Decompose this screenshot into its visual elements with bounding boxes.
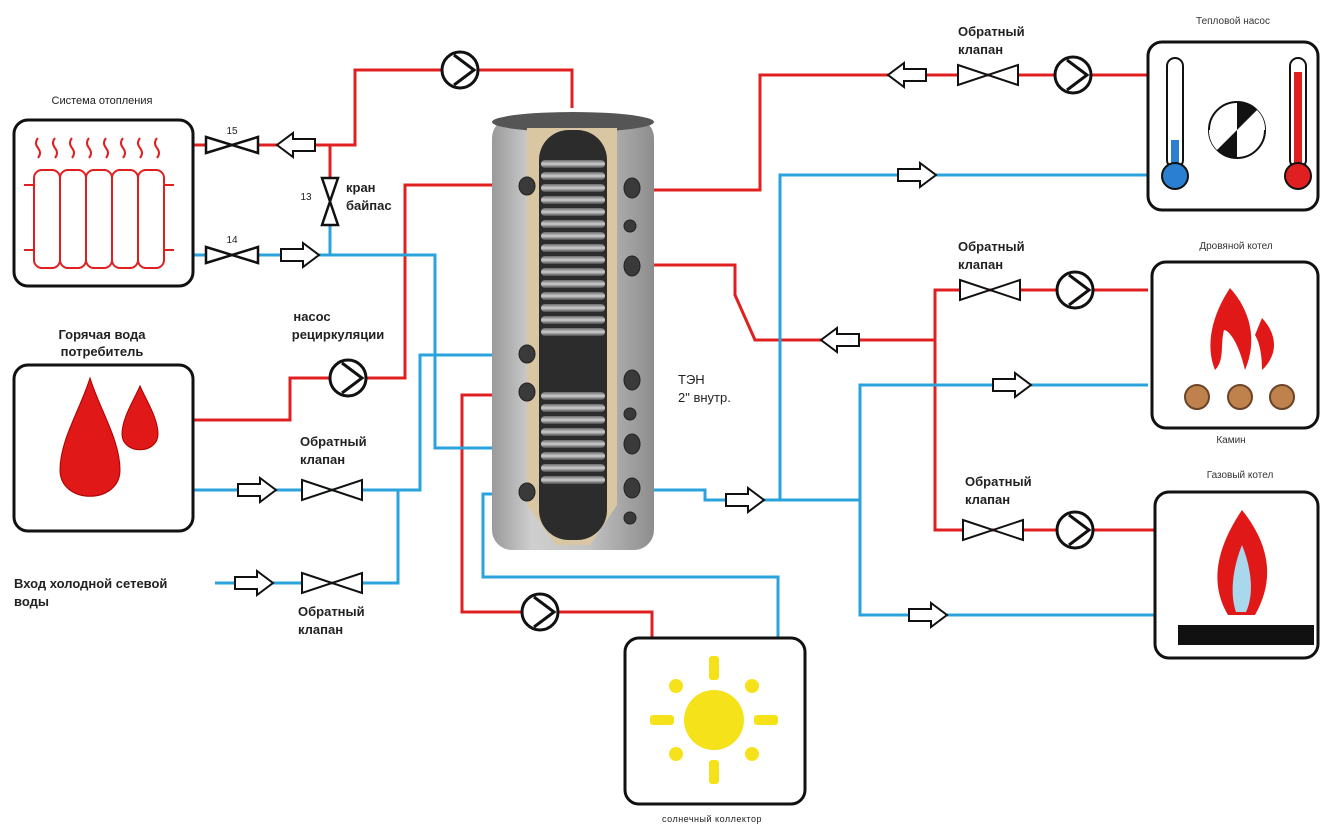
- check-valve-wood-icon: [959, 279, 1021, 301]
- check-valve-gas-icon: [962, 519, 1024, 541]
- storage-tank: [492, 112, 654, 550]
- valve-15-label: 15: [226, 126, 238, 137]
- hot-water-consumer: Горячая вода потребитель: [12, 327, 195, 533]
- check-valve-label-2: клапан: [300, 452, 345, 467]
- heat-pump-label: Тепловой насос: [1196, 16, 1270, 27]
- wood-logs-icon: [1184, 384, 1295, 410]
- recirc-pump-label-1: насос: [293, 309, 330, 324]
- arrow-right-icon: [908, 602, 948, 628]
- fan-icon: [1208, 101, 1266, 159]
- cold-thermometer-icon: [1161, 57, 1189, 190]
- tank-ports: [518, 176, 641, 525]
- arrow-right-icon: [725, 487, 765, 513]
- recirc-pump-label-2: рециркуляции: [292, 327, 384, 342]
- arrow-right-icon: [280, 242, 320, 268]
- gas-boiler: Газовый котел: [1153, 470, 1320, 660]
- wood-boiler: Дровяной котел Камин: [1150, 241, 1320, 446]
- wood-boiler-label: Дровяной котел: [1199, 241, 1272, 252]
- heat-pump: Тепловой насос: [1146, 16, 1320, 212]
- valve-13-label: 13: [300, 192, 312, 203]
- cold-water-inlet-label-2: воды: [14, 594, 49, 609]
- valve-14-label: 14: [226, 235, 238, 246]
- check-valve-label-1: Обратный: [958, 239, 1025, 254]
- check-valve-label-1: Обратный: [298, 604, 365, 619]
- arrow-right-icon: [992, 372, 1032, 398]
- gas-flame-icon: [1217, 510, 1268, 615]
- arrow-left-icon: [820, 327, 860, 353]
- check-valve-label-2: клапан: [958, 257, 1003, 272]
- check-valve-label-1: Обратный: [300, 434, 367, 449]
- check-valve-label-2: клапан: [958, 42, 1003, 57]
- heat-exchanger-coil: [541, 160, 605, 484]
- arrow-right-icon: [234, 570, 274, 596]
- pump-top-icon: [440, 50, 480, 90]
- water-drop-icon: [59, 376, 159, 497]
- arrow-left-icon: [276, 132, 316, 158]
- cold-water-inlet-label-1: Вход холодной сетевой: [14, 576, 167, 591]
- check-valve-heat-pump-icon: [957, 64, 1019, 86]
- valve-15-icon: [204, 135, 260, 155]
- hot-thermometer-icon: [1284, 57, 1312, 190]
- check-valve-consumer-icon: [301, 479, 363, 501]
- solar-collector-label: солнечный коллектор: [662, 814, 762, 824]
- gas-boiler-pump-icon: [1055, 510, 1095, 550]
- sun-icon: [650, 656, 778, 784]
- wood-boiler-pump-icon: [1055, 270, 1095, 310]
- check-valve-inlet-icon: [301, 572, 363, 594]
- check-valve-label-2: клапан: [298, 622, 343, 637]
- heater-label-2: 2" внутр.: [678, 390, 731, 405]
- arrow-left-icon: [887, 62, 927, 88]
- heater-label-1: ТЭН: [678, 372, 705, 387]
- solar-collector: солнечный коллектор: [623, 636, 807, 824]
- check-valve-label-2: клапан: [965, 492, 1010, 507]
- bypass-valve-label-1: кран: [346, 180, 376, 195]
- hot-pipes: [193, 68, 1155, 638]
- valve-13-icon: [320, 176, 340, 227]
- flame-icon: [1210, 288, 1274, 370]
- radiator-icon: [24, 137, 174, 269]
- check-valve-label-1: Обратный: [965, 474, 1032, 489]
- hot-water-label-2: потребитель: [61, 344, 144, 359]
- hot-water-label-1: Горячая вода: [58, 327, 146, 342]
- fireplace-label: Камин: [1216, 435, 1245, 446]
- recirc-pump-icon: [328, 358, 368, 398]
- valve-14-icon: [204, 245, 260, 265]
- solar-pump-icon: [520, 592, 560, 632]
- burner-plate: [1178, 625, 1314, 645]
- heating-system: Система отопления: [12, 95, 195, 288]
- heat-pump-circ-icon: [1053, 55, 1093, 95]
- check-valve-label-1: Обратный: [958, 24, 1025, 39]
- arrow-right-icon: [897, 162, 937, 188]
- bypass-valve-label-2: байпас: [346, 198, 392, 213]
- gas-boiler-label: Газовый котел: [1207, 470, 1274, 481]
- heating-system-label: Система отопления: [52, 95, 153, 107]
- arrow-right-icon: [237, 477, 277, 503]
